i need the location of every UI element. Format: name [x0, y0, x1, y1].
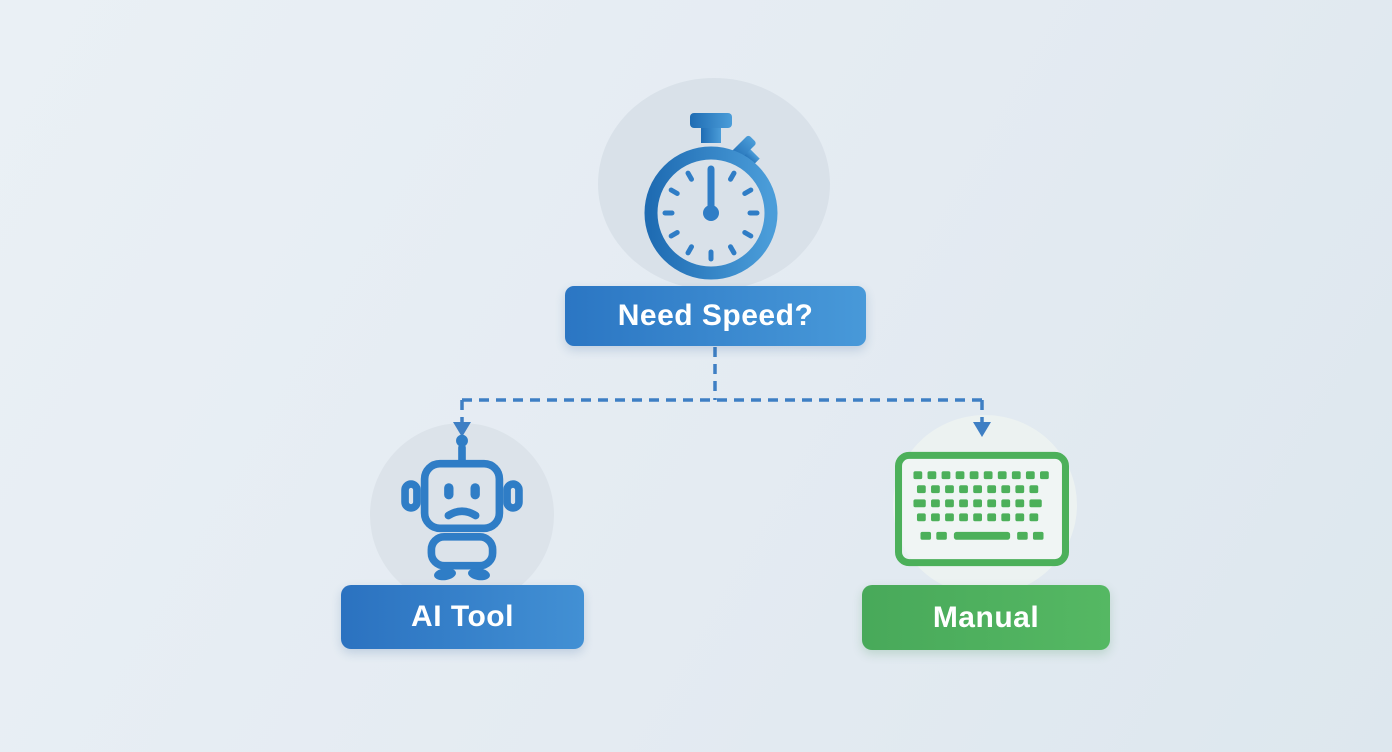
- decision-node-label: Need Speed?: [617, 299, 814, 332]
- arrow-down-right-icon: [973, 422, 991, 437]
- keyboard-icon: [894, 451, 1070, 567]
- decision-node-need-speed[interactable]: Need Speed?: [565, 286, 866, 346]
- robot-icon: [377, 428, 547, 598]
- branch-node-label: Manual: [932, 600, 1040, 634]
- stopwatch-icon: [611, 95, 811, 295]
- arrow-down-left-icon: [453, 422, 471, 437]
- branch-node-ai-tool[interactable]: AI Tool: [341, 585, 584, 649]
- branch-node-label: AI Tool: [411, 600, 514, 633]
- branch-node-manual[interactable]: Manual: [862, 585, 1110, 650]
